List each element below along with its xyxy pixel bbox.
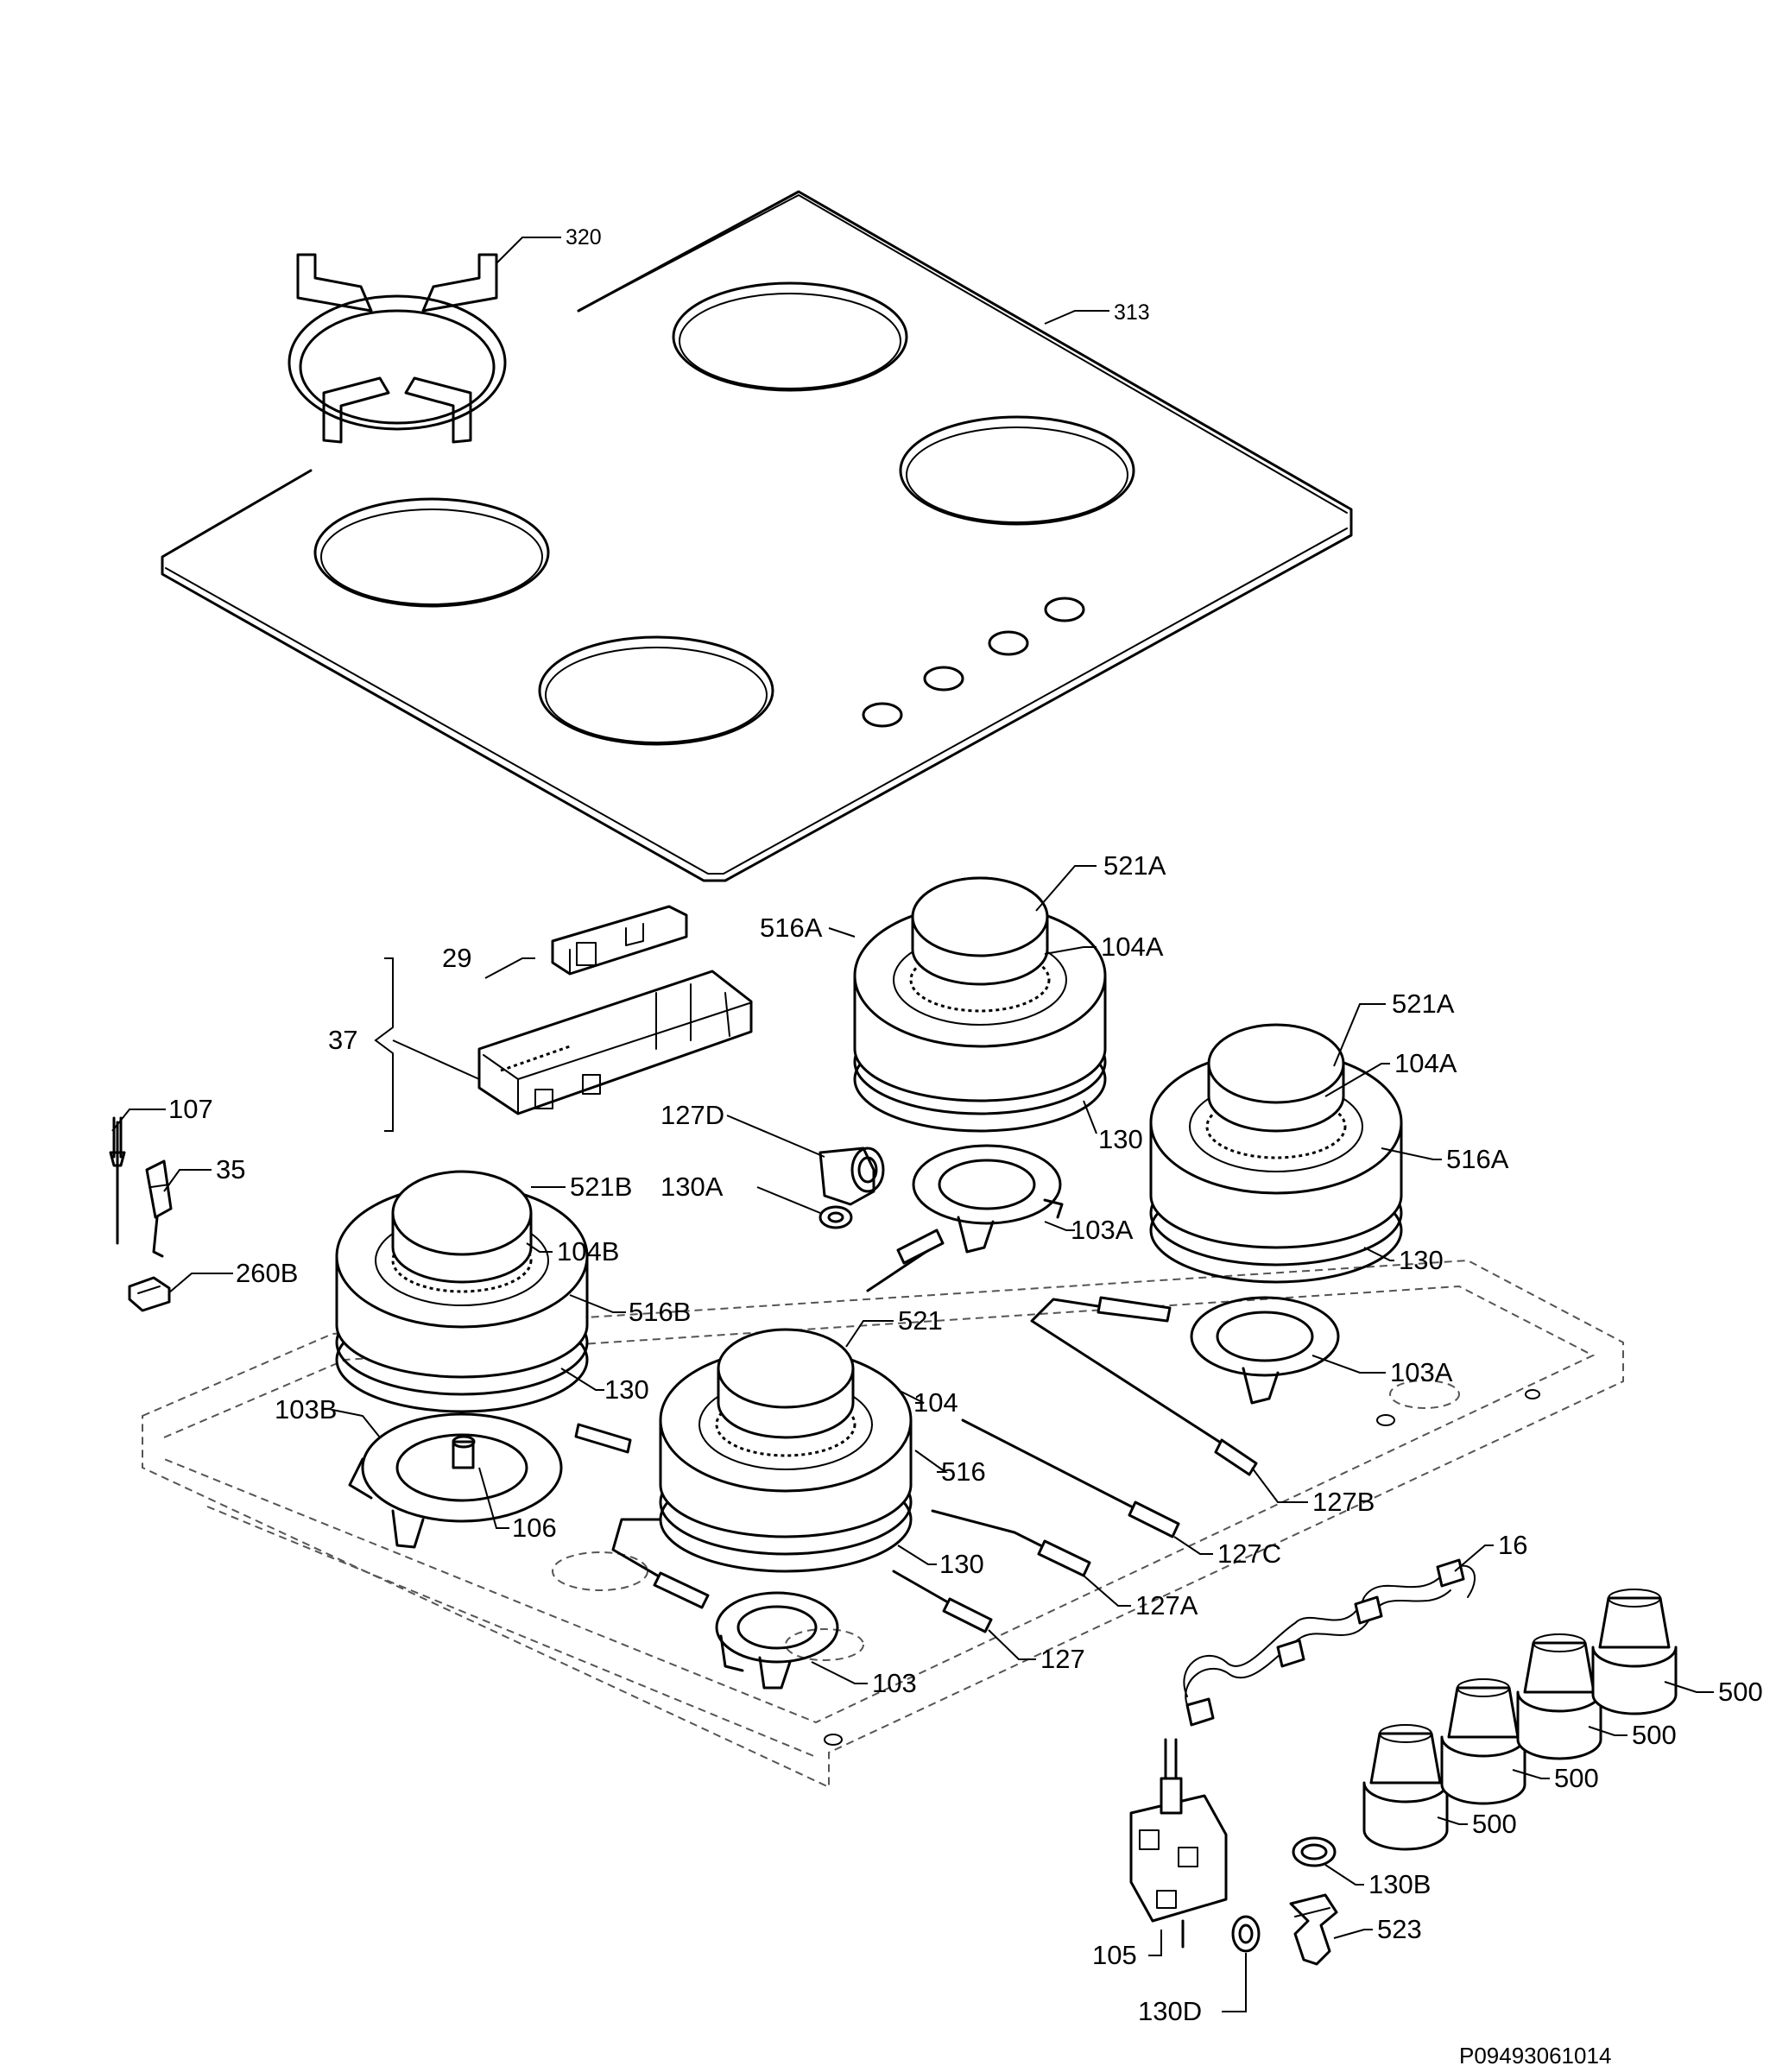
electrode-clip: [128, 1276, 171, 1312]
label-130b: 130B: [1368, 1869, 1431, 1899]
gas-pipe-127b: [1030, 1296, 1258, 1476]
label-130-rear-right: 130: [1399, 1245, 1444, 1275]
hob-top-plate: [161, 190, 1353, 882]
label-16: 16: [1498, 1530, 1527, 1560]
label-37: 37: [328, 1025, 357, 1055]
label-106: 106: [512, 1513, 557, 1543]
control-knob-3: [1516, 1633, 1602, 1760]
valve-seal-130d: [1231, 1915, 1261, 1953]
label-516a-rear-left: 516A: [760, 913, 823, 943]
label-104: 104: [913, 1387, 958, 1418]
thermocouple: [109, 1116, 126, 1245]
label-260b: 260B: [236, 1258, 298, 1288]
label-521a-rear-left: 521A: [1103, 850, 1166, 881]
valve-clip: [1289, 1893, 1338, 1966]
label-107: 107: [168, 1094, 213, 1124]
burner-front-left: [335, 1170, 589, 1413]
label-521a-rear-right: 521A: [1392, 989, 1455, 1019]
label-521b: 521B: [570, 1172, 632, 1202]
control-knob-2: [1440, 1678, 1526, 1805]
burner-base-rear-right: [1190, 1296, 1340, 1405]
label-104a-rear-right: 104A: [1394, 1048, 1457, 1078]
burner-base-front-center: [715, 1591, 839, 1690]
drawing-code: P09493061014: [1459, 2043, 1611, 2069]
label-523: 523: [1377, 1914, 1422, 1944]
label-104a-rear-left: 104A: [1101, 932, 1164, 962]
elbow-seal: [818, 1205, 853, 1229]
burner-base-rear-left: [912, 1144, 1064, 1254]
label-103: 103: [872, 1668, 917, 1698]
label-29: 29: [442, 943, 471, 973]
leader-lines: [111, 237, 1714, 2012]
ignition-electrode: [145, 1159, 173, 1258]
label-521: 521: [898, 1305, 943, 1336]
injector: [452, 1435, 476, 1469]
label-516b: 516B: [629, 1297, 691, 1327]
label-500-2: 500: [1632, 1720, 1677, 1750]
label-103a-rear-left: 103A: [1071, 1215, 1134, 1245]
burner-rear-left: [853, 876, 1107, 1133]
gas-valve: [1129, 1738, 1228, 1949]
label-313: 313: [1114, 300, 1150, 325]
label-130-front-center: 130: [939, 1549, 984, 1579]
elbow-connector: [818, 1147, 885, 1206]
label-127d: 127D: [660, 1100, 724, 1130]
label-127b: 127B: [1312, 1487, 1375, 1517]
label-500-4: 500: [1472, 1809, 1517, 1839]
label-516: 516: [941, 1456, 986, 1487]
gas-pipe-127: [892, 1570, 993, 1633]
gas-pipe-rear: [866, 1229, 945, 1292]
burner-front-center: [659, 1328, 913, 1573]
burner-base-front-left: [348, 1412, 563, 1549]
label-130a: 130A: [660, 1172, 724, 1202]
label-127: 127: [1040, 1644, 1085, 1674]
gas-pipe-127c: [961, 1418, 1180, 1538]
label-104b: 104B: [557, 1236, 619, 1267]
part-labels: 320 313 521A 104A 516A 130 521A 104A 516…: [168, 225, 1763, 2069]
pan-support-grate: [288, 253, 507, 444]
control-knob-1: [1362, 1724, 1449, 1851]
ignition-switch-bracket: [477, 970, 753, 1115]
label-103a-rear-right: 103A: [1390, 1357, 1453, 1387]
gas-pipe-front-left: [574, 1423, 710, 1609]
label-500-3: 500: [1554, 1763, 1599, 1793]
label-127c: 127C: [1217, 1538, 1281, 1569]
label-127a: 127A: [1135, 1590, 1198, 1620]
burner-rear-right: [1149, 1023, 1403, 1284]
switch-harness: [1183, 1558, 1476, 1727]
ignition-generator: [551, 905, 688, 976]
label-516a-rear-right: 516A: [1446, 1144, 1509, 1174]
label-130-front-left: 130: [604, 1374, 649, 1405]
label-320: 320: [566, 225, 602, 250]
label-105: 105: [1092, 1940, 1137, 1970]
label-500-1: 500: [1718, 1677, 1763, 1707]
valve-seal-130b: [1292, 1836, 1337, 1867]
label-130-rear-left: 130: [1098, 1124, 1143, 1154]
label-35: 35: [216, 1154, 245, 1184]
label-130d: 130D: [1138, 1996, 1202, 2026]
base-tray: [142, 1259, 1624, 1789]
control-knob-4: [1591, 1589, 1678, 1715]
label-103b: 103B: [275, 1394, 337, 1424]
